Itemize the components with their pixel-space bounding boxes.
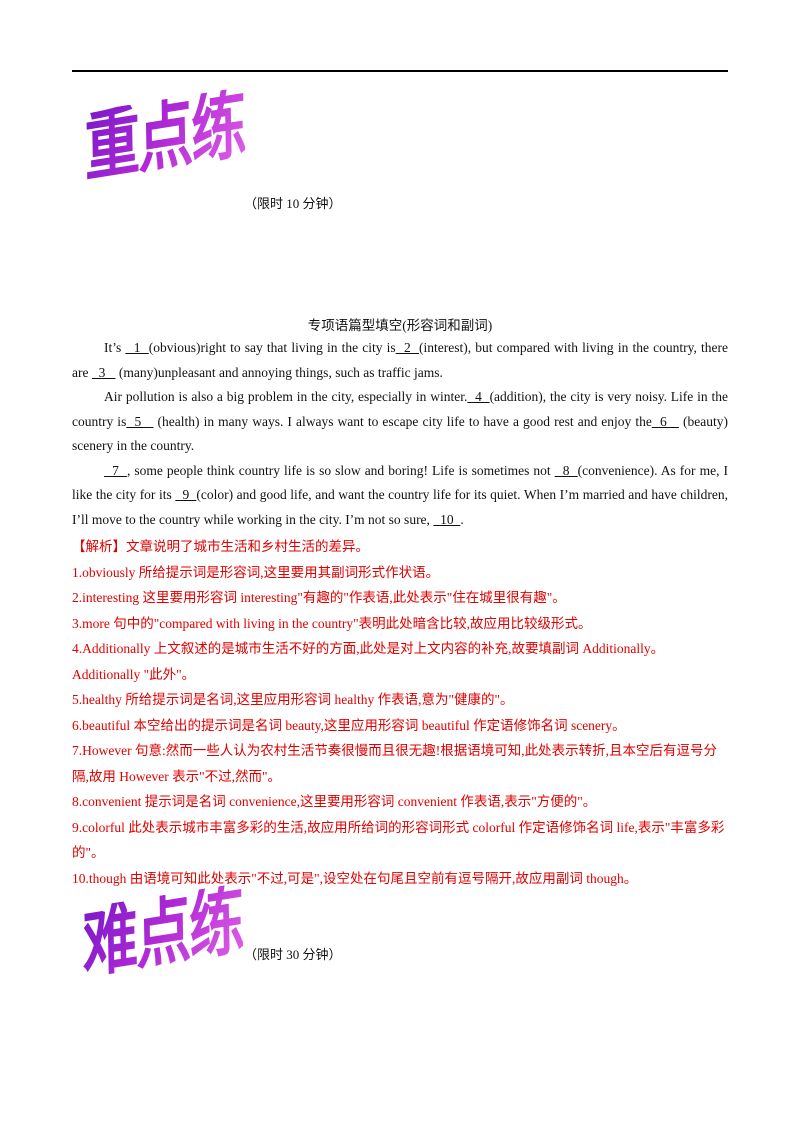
passage-text: (addition), the city is very noisy. Life… — [72, 389, 729, 429]
blank-5: 5 — [126, 413, 154, 429]
passage-text: Air pollution is also a big problem in t… — [104, 389, 468, 404]
analysis-item-4: 4.Additionally 上文叙述的是城市生活不好的方面,此处是对上文内容的… — [72, 641, 665, 682]
hard-practice-wordart: 难点练 — [81, 875, 244, 990]
analysis-item-8: 8.convenient 提示词是名词 convenience,这里要用形容词 … — [72, 794, 597, 809]
analysis-item-1: 1.obviously 所给提示词是形容词,这里要用其副词形式作状语。 — [72, 564, 440, 580]
passage-paragraph-3: 7 , some people think country life is so… — [72, 459, 728, 533]
analysis-item-5: 5.healthy 所给提示词是名词,这里应用形容词 healthy 作表语,意… — [72, 692, 514, 707]
key-practice-wordart: 重点练 — [83, 79, 246, 194]
analysis-item-6: 6.beautiful 本空给出的提示词是名词 beauty,这里应用形容词 b… — [72, 717, 626, 733]
blank-9: 9 — [175, 487, 197, 502]
analysis-item-10: 10.though 由语境可知此处表示"不过,可是",设空处在句尾且空前有逗号隔… — [72, 870, 638, 886]
passage-text: (beauty) scenery in the country. — [72, 413, 729, 454]
blank-2: 2 — [395, 340, 420, 355]
blank-6: 6 — [651, 413, 679, 429]
cloze-passage: It’s 1 (obvious)right to say that living… — [72, 336, 728, 532]
analysis-item-3: 3.more 句中的"compared with living in the c… — [72, 615, 592, 631]
analysis-item-9: 9.colorful 此处表示城市丰富多彩的生活,故应用所给词的形容词形式 co… — [72, 819, 725, 861]
passage-text: (many)unpleasant and annoying things, su… — [115, 364, 443, 380]
passage-text: It’s — [104, 340, 126, 355]
analysis-item-7: 7.However 句意:然而一些人认为农村生活节奏很慢而且很无趣!根据语境可知… — [72, 743, 717, 784]
blank-4: 4 — [467, 389, 490, 404]
top-rule — [72, 70, 728, 72]
answer-analysis: 【解析】文章说明了城市生活和乡村生活的差异。 1.obviously 所给提示词… — [72, 534, 732, 891]
passage-text: , some people think country life is so s… — [126, 462, 555, 478]
passage-text: . — [460, 511, 464, 527]
passage-text: (color) and good life, and want the coun… — [72, 487, 728, 527]
analysis-intro: 【解析】文章说明了城市生活和乡村生活的差异。 — [72, 539, 369, 554]
blank-3: 3 — [91, 364, 116, 380]
time-limit-30: （限时 30 分钟） — [244, 947, 342, 962]
passage-paragraph-1: It’s 1 (obvious)right to say that living… — [72, 336, 728, 385]
passage-text: (obvious)right to say that living in the… — [148, 340, 396, 355]
analysis-item-2: 2.interesting 这里要用形容词 interesting"有趣的"作表… — [72, 590, 566, 605]
blank-8: 8 — [554, 462, 578, 478]
passage-text: (health) in many ways. I always want to … — [153, 413, 652, 429]
passage-text: (interest), but compared with living in … — [72, 340, 728, 380]
section-title: 专项语篇型填空(形容词和副词) — [307, 318, 493, 333]
passage-text: (convenience). As for me, I like the cit… — [72, 462, 728, 503]
passage-paragraph-2: Air pollution is also a big problem in t… — [72, 385, 728, 459]
blank-7: 7 — [104, 462, 127, 478]
time-limit-10: （限时 10 分钟） — [244, 196, 342, 211]
blank-1: 1 — [125, 340, 149, 355]
blank-10: 10 — [433, 511, 461, 527]
